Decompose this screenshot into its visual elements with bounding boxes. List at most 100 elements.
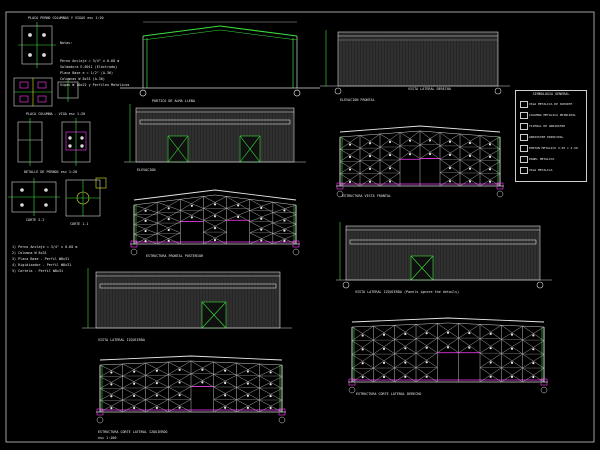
node-mark bbox=[510, 375, 514, 379]
brace bbox=[145, 374, 169, 388]
brace bbox=[373, 353, 395, 369]
structure-side-right bbox=[348, 317, 548, 394]
brace bbox=[249, 232, 273, 245]
brace bbox=[213, 362, 237, 375]
node-mark bbox=[144, 209, 147, 212]
base-plate bbox=[278, 408, 286, 416]
node-mark bbox=[382, 375, 386, 379]
brace bbox=[133, 214, 158, 224]
brace bbox=[157, 222, 181, 234]
brace bbox=[259, 388, 283, 401]
node-mark bbox=[178, 394, 181, 397]
base-plate bbox=[540, 378, 548, 386]
brace bbox=[133, 224, 158, 234]
node-mark bbox=[446, 346, 450, 349]
node-mark bbox=[404, 361, 407, 364]
brace bbox=[180, 210, 204, 221]
brace bbox=[359, 159, 381, 174]
brace bbox=[501, 367, 523, 383]
node-mark bbox=[155, 406, 158, 409]
node-mark bbox=[510, 333, 514, 336]
brace bbox=[133, 204, 158, 213]
elevation-top-right bbox=[320, 30, 510, 95]
node-mark bbox=[404, 347, 407, 350]
node-mark bbox=[489, 361, 492, 364]
brace bbox=[122, 399, 146, 413]
brace bbox=[351, 367, 374, 383]
legend-item: PORTON METALICO 4.50 x 4.50 bbox=[529, 146, 578, 150]
brace bbox=[99, 387, 123, 401]
node-mark bbox=[224, 406, 227, 409]
node-mark bbox=[246, 370, 249, 373]
brace bbox=[213, 375, 237, 388]
brace bbox=[203, 208, 227, 221]
node-mark bbox=[224, 381, 227, 385]
brace bbox=[133, 233, 158, 245]
node-mark bbox=[361, 362, 364, 365]
brace bbox=[379, 172, 401, 187]
detail-pernos-label: DETALLE DE PERNOS esc 1:20 bbox=[24, 170, 78, 174]
node-mark bbox=[428, 152, 432, 156]
note-line: Columnas W 8x31 (A-36) bbox=[60, 77, 105, 81]
base-plate bbox=[348, 378, 356, 386]
node-mark bbox=[388, 180, 392, 183]
brace bbox=[249, 221, 273, 234]
elevation-lower-left bbox=[82, 268, 292, 329]
legend-symbol-icon bbox=[520, 167, 528, 174]
brace bbox=[168, 399, 192, 413]
structure-side-left bbox=[96, 355, 286, 424]
node-mark bbox=[488, 168, 492, 171]
brace bbox=[479, 136, 501, 149]
node-mark bbox=[133, 394, 136, 397]
base-plate bbox=[96, 408, 104, 416]
node-mark bbox=[448, 153, 452, 157]
brace bbox=[415, 337, 438, 354]
notes-heading: Notas: bbox=[60, 41, 73, 45]
brace bbox=[122, 387, 146, 401]
brace bbox=[168, 360, 192, 375]
note-lower-line: 2) Columna W 8x31 bbox=[12, 251, 47, 255]
node-mark bbox=[201, 368, 204, 371]
note-line: Perno Anclaje = 3/4" x 0.60 m bbox=[60, 59, 120, 63]
detail-corte-label: CORTE 2-2 bbox=[26, 218, 45, 222]
node-mark bbox=[260, 239, 263, 242]
rafter bbox=[351, 317, 545, 323]
node-mark bbox=[190, 216, 193, 219]
connection-details bbox=[8, 22, 107, 217]
detail-corte-b-label: CORTE 1-1 bbox=[70, 222, 89, 226]
legend-item: TIJERAL DE ARRIOSTRE bbox=[529, 124, 566, 128]
brace bbox=[180, 208, 204, 222]
brace bbox=[249, 222, 273, 234]
axis-bubble bbox=[292, 248, 300, 256]
node-mark bbox=[408, 139, 412, 142]
elevation-mid-left bbox=[124, 104, 306, 163]
axis-bubble bbox=[96, 416, 104, 424]
brace bbox=[157, 232, 181, 245]
node-mark bbox=[110, 395, 113, 398]
axis-bubble bbox=[348, 386, 356, 394]
node-mark bbox=[532, 362, 535, 365]
brace bbox=[501, 325, 523, 340]
brace bbox=[379, 132, 401, 148]
brace bbox=[459, 160, 481, 174]
node-mark bbox=[260, 206, 263, 210]
brace bbox=[145, 361, 169, 376]
node-mark bbox=[224, 394, 227, 397]
node-mark bbox=[361, 334, 364, 337]
brace bbox=[501, 353, 523, 368]
brace bbox=[190, 374, 214, 387]
brace bbox=[439, 172, 461, 187]
brace bbox=[459, 173, 481, 187]
brace bbox=[249, 201, 273, 211]
brace bbox=[157, 233, 181, 245]
brace bbox=[359, 146, 381, 161]
node-mark bbox=[468, 154, 472, 157]
brace bbox=[168, 373, 192, 388]
node-mark bbox=[178, 381, 181, 384]
structure-front-left bbox=[130, 189, 300, 256]
node-mark bbox=[144, 229, 147, 233]
brace bbox=[168, 386, 192, 400]
